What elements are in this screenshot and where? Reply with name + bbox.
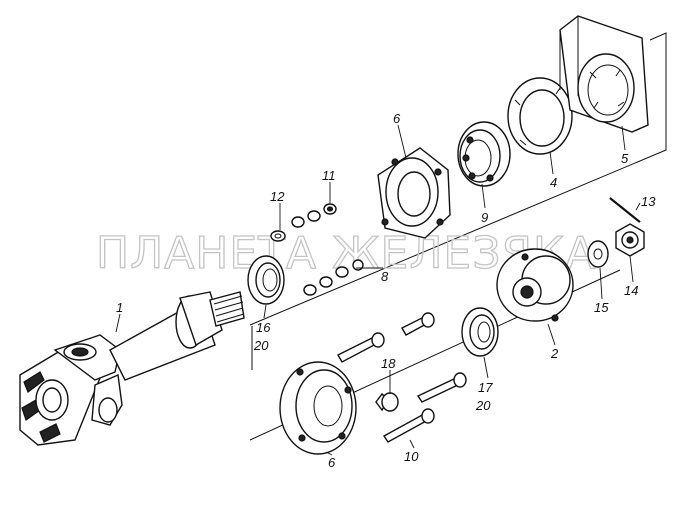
part-2-flange — [496, 248, 574, 322]
callout-2: 2 — [550, 346, 559, 361]
part-14-castle-nut — [615, 223, 645, 257]
callout-16: 16 — [256, 320, 271, 335]
callout-20-lower: 20 — [475, 398, 491, 413]
callout-14: 14 — [624, 283, 638, 298]
callout-labels: 1 2 4 5 6 6 8 9 10 11 12 13 14 15 16 17 … — [116, 111, 656, 470]
callout-11: 11 — [322, 168, 336, 183]
part-1-cardan-shaft — [19, 291, 245, 446]
leader-lines — [115, 124, 641, 456]
part-5-support-cushion — [559, 15, 649, 133]
part-15-washer — [587, 240, 609, 268]
callout-10: 10 — [404, 449, 419, 464]
callout-13: 13 — [641, 194, 656, 209]
part-17-seal — [461, 307, 499, 357]
callout-18: 18 — [381, 356, 396, 371]
part-11-nuts — [291, 203, 337, 228]
part-6-flange-housing-upper — [377, 147, 451, 239]
part-12-washer — [270, 230, 286, 242]
callout-4: 4 — [550, 175, 557, 190]
part-9-bearing — [457, 121, 511, 187]
callout-1: 1 — [116, 300, 123, 315]
callout-20-upper: 20 — [253, 338, 269, 353]
callout-12: 12 — [270, 189, 285, 204]
callout-5: 5 — [621, 151, 629, 166]
callout-15: 15 — [594, 300, 609, 315]
part-4-ring — [507, 77, 573, 155]
part-8-nuts — [303, 259, 364, 296]
part-18-plug — [375, 392, 399, 412]
part-10-bolts — [337, 312, 467, 443]
part-16-seal — [247, 255, 285, 305]
callout-6-upper: 6 — [393, 111, 401, 126]
callout-9: 9 — [481, 210, 488, 225]
callout-17: 17 — [478, 380, 493, 395]
part-6-flange-cover-lower — [279, 361, 357, 455]
callout-8: 8 — [381, 269, 389, 284]
callout-6-lower: 6 — [328, 455, 336, 470]
part-13-pin — [609, 196, 642, 223]
